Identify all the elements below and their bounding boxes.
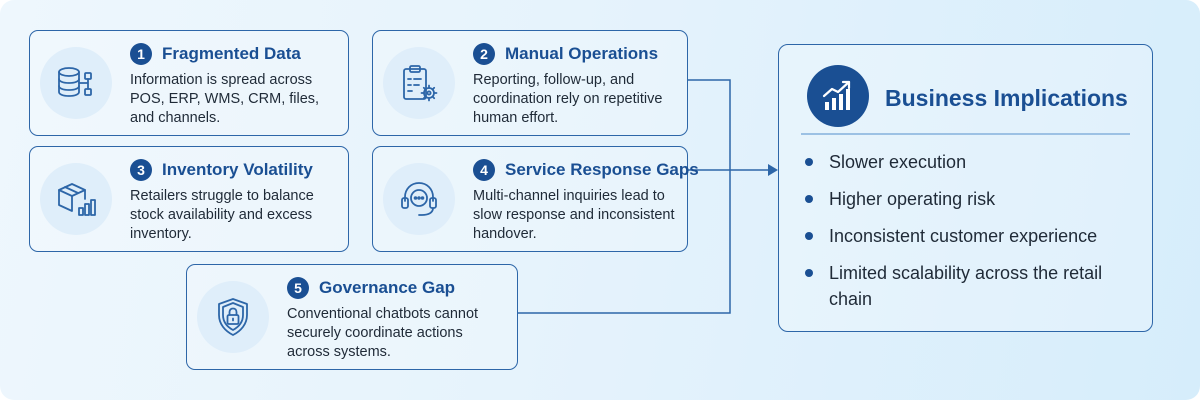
list-item: Inconsistent customer experience [805,223,1139,249]
card-service-response-gaps: 4 Service Response Gaps Multi-channel in… [372,146,699,252]
card-title: Manual Operations [505,44,659,63]
card-description: Retailers struggle to balance stock avai… [130,188,314,242]
card-fragmented-data: 1 Fragmented Data Information is spread … [29,30,349,136]
card-title: Governance Gap [319,278,456,297]
headset-chat-icon [383,163,455,235]
card-manual-operations: 2 Manual Operations Reporting, follow-up… [372,30,688,136]
bullet-icon [805,158,813,166]
card-title: Inventory Volatility [162,160,313,179]
step-number: 1 [130,43,152,65]
card-title: Fragmented Data [162,44,301,63]
step-number: 2 [473,43,495,65]
card-description: Multi-channel inquiries lead to slow res… [473,188,675,242]
shield-lock-icon [197,281,269,353]
step-number: 4 [473,159,495,181]
card-inventory-volatility: 3 Inventory Volatility Retailers struggl… [29,146,349,252]
list-item: Slower execution [805,149,1139,175]
bullet-icon [805,195,813,203]
card-description: Conventional chatbots cannot securely co… [287,306,479,360]
panel-title: Business Implications [885,85,1128,111]
divider [801,133,1130,135]
implications-list: Slower execution Higher operating risk I… [805,149,1139,323]
arrow-head-icon [768,164,778,176]
box-chart-icon [40,163,112,235]
bullet-icon [805,232,813,240]
step-number: 5 [287,277,309,299]
clipboard-gear-icon [383,47,455,119]
list-item: Limited scalability across the retail ch… [805,260,1139,312]
card-description: Information is spread across POS, ERP, W… [130,72,320,126]
list-item: Higher operating risk [805,186,1139,212]
card-description: Reporting, follow-up, and coordination r… [473,72,663,126]
business-implications-panel: Business Implications Slower execution H… [778,44,1153,332]
database-network-icon [40,47,112,119]
growth-chart-icon [807,65,869,127]
card-governance-gap: 5 Governance Gap Conventional chatbots c… [186,264,518,370]
bullet-icon [805,269,813,277]
card-title: Service Response Gaps [505,160,699,179]
step-number: 3 [130,159,152,181]
